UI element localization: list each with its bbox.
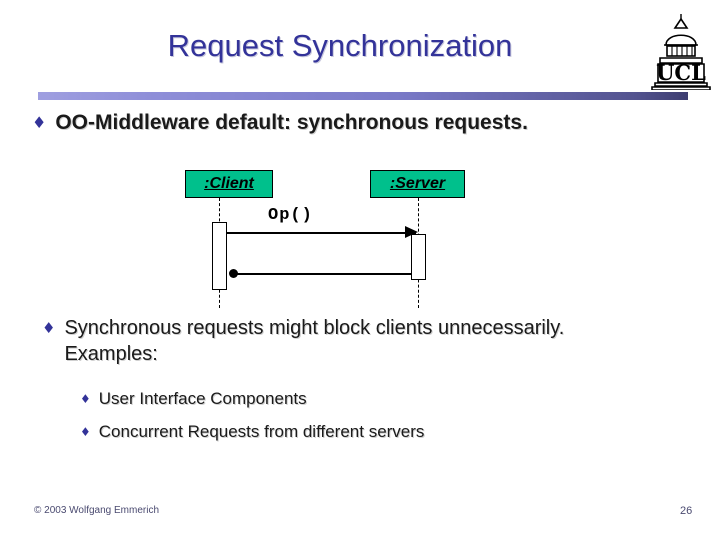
message-line-return	[234, 273, 412, 275]
ucl-logo-text: UCL	[656, 60, 706, 85]
diamond-bullet-icon: ♦	[32, 113, 47, 132]
page-title: Request Synchronization	[167, 28, 513, 63]
bullet-item-1-label: OO-Middleware default: synchronous reque…	[55, 111, 528, 134]
bullet-item-1: ♦ OO-Middleware default: synchronous req…	[32, 111, 528, 135]
arrow-dot-icon	[229, 269, 238, 278]
lifeline-head-client-label: :Client	[204, 175, 254, 192]
bullet-item-2: ♦ Synchronous requests might block clien…	[42, 316, 642, 367]
title-divider-bar	[38, 92, 688, 100]
footer-copyright: © 2003 Wolfgang Emmerich	[34, 505, 160, 516]
activation-bar-server	[411, 234, 426, 280]
bullet-item-4-label: Concurrent Requests from different serve…	[98, 422, 425, 441]
bullet-item-4: ♦ Concurrent Requests from different ser…	[80, 422, 424, 442]
activation-bar-client	[212, 222, 227, 290]
bullet-item-3-label: User Interface Components	[98, 389, 307, 408]
uml-sequence-diagram: :Client :Server Op()	[0, 160, 720, 310]
bullet-item-3: ♦ User Interface Components	[80, 389, 307, 409]
arrow-head-icon	[405, 226, 418, 238]
bullet-item-2-label: Synchronous requests might block clients…	[64, 317, 565, 365]
lifeline-head-server-label: :Server	[389, 175, 446, 192]
diamond-bullet-icon: ♦	[42, 319, 56, 337]
ucl-logo: UCL	[648, 12, 714, 91]
diamond-bullet-icon: ♦	[80, 392, 91, 406]
message-line-call	[226, 232, 416, 234]
footer-page-number: 26	[680, 505, 693, 517]
lifeline-head-client: :Client	[185, 170, 273, 198]
lifeline-head-server: :Server	[370, 170, 465, 198]
diamond-bullet-icon: ♦	[80, 425, 91, 439]
message-label-call: Op()	[268, 206, 313, 225]
